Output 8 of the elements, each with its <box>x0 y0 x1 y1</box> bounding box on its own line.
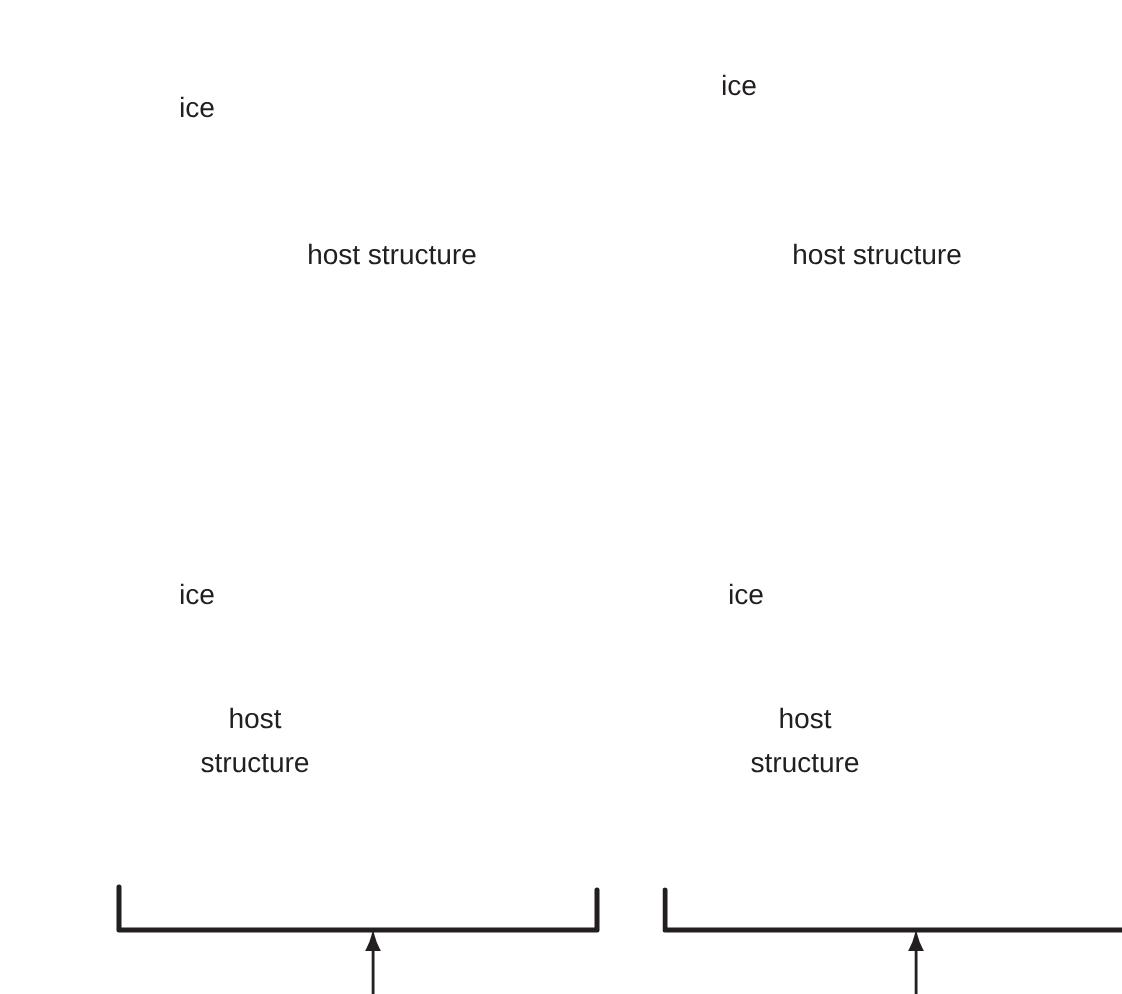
label: host structure <box>309 243 476 265</box>
label: host structure <box>201 707 309 773</box>
label: host structure <box>751 707 859 773</box>
label: ice <box>730 583 763 605</box>
label: ice <box>180 96 214 118</box>
label: ice <box>180 583 214 605</box>
label: ice <box>723 74 756 96</box>
label: host structure <box>794 243 961 265</box>
